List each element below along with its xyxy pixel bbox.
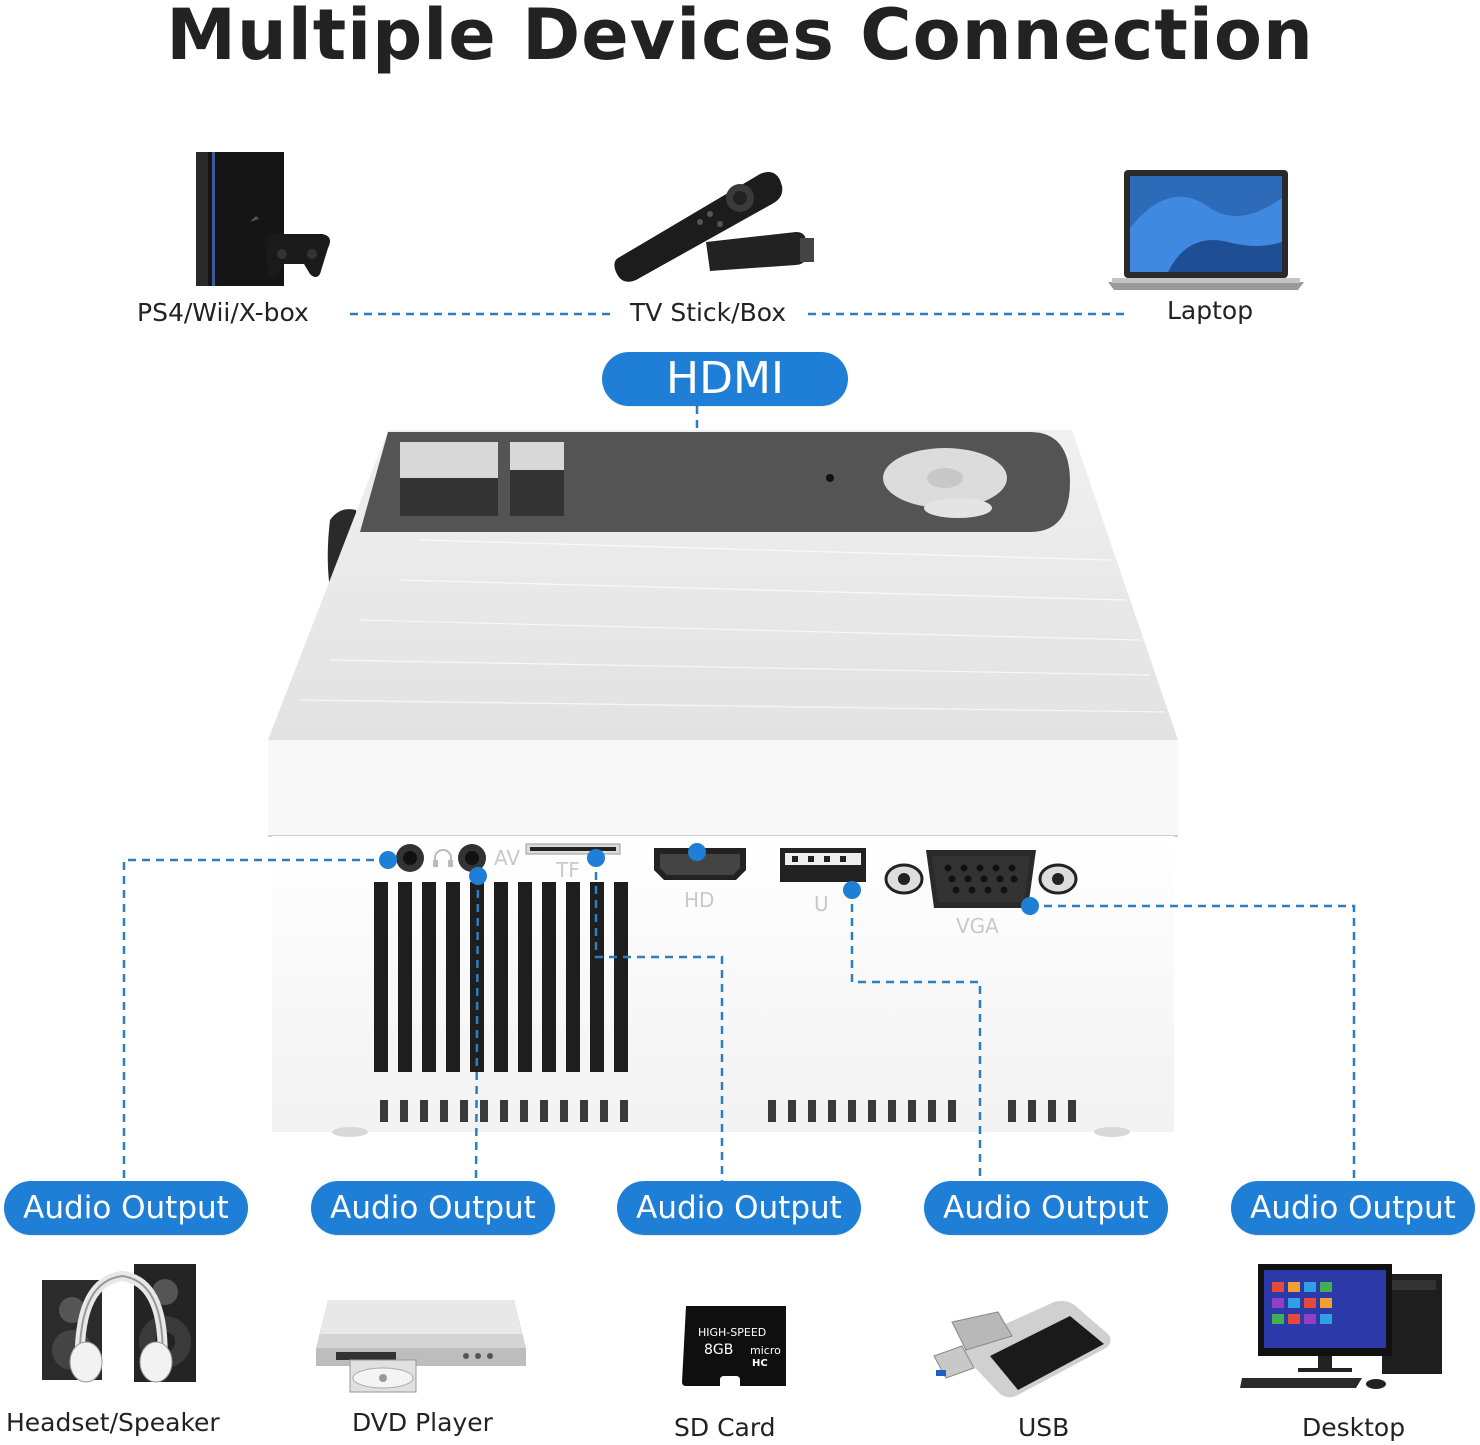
sd-card-icon: HIGH-SPEED 8GB micro HC [682, 1306, 788, 1386]
usb-port [780, 848, 866, 882]
sd-card-capacity: 8GB [704, 1342, 734, 1358]
device-label-usb: USB [1018, 1413, 1070, 1442]
device-label-dvd: DVD Player [352, 1408, 493, 1437]
game-console-icon [196, 152, 330, 286]
vga-port-label: VGA [956, 914, 999, 938]
device-label-console: PS4/Wii/X-box [137, 298, 309, 327]
laptop-icon [1108, 170, 1304, 290]
desktop-computer-icon [1240, 1264, 1442, 1389]
av-port-label: AV [494, 846, 521, 870]
hd-port-label: HD [684, 888, 715, 912]
tf-card-slot [525, 843, 621, 855]
device-label-tv-stick: TV Stick/Box [630, 298, 787, 327]
usb-drive-icon [933, 1300, 1111, 1398]
av-jack-port [458, 844, 486, 872]
device-label-desktop: Desktop [1302, 1413, 1406, 1442]
vga-port [884, 850, 1078, 908]
connection-badge-3: Audio Output [617, 1181, 861, 1235]
device-label-sd: SD Card [674, 1413, 776, 1442]
speaker-headset-icon [42, 1264, 196, 1383]
audio-jack-port [396, 844, 424, 872]
connection-badge-4: Audio Output [924, 1181, 1168, 1235]
sd-card-micro: micro [750, 1344, 781, 1357]
connection-badge-2: Audio Output [311, 1181, 555, 1235]
device-label-headset: Headset/Speaker [6, 1408, 220, 1437]
connection-badge-1: Audio Output [4, 1181, 248, 1235]
hdmi-port [654, 848, 746, 880]
tv-stick-icon [614, 172, 814, 282]
sd-card-speed: HIGH-SPEED [698, 1326, 767, 1339]
tf-port-label: TF [556, 858, 580, 882]
connection-badge-5: Audio Output [1231, 1181, 1475, 1235]
headphone-symbol-icon [433, 849, 453, 867]
sd-card-hc: HC [752, 1358, 768, 1369]
device-label-laptop: Laptop [1167, 296, 1254, 325]
page-title: Multiple Devices Connection [166, 0, 1314, 76]
hdmi-badge: HDMI [602, 352, 848, 406]
dvd-player-icon [316, 1300, 526, 1393]
usb-port-label: U [814, 892, 829, 916]
